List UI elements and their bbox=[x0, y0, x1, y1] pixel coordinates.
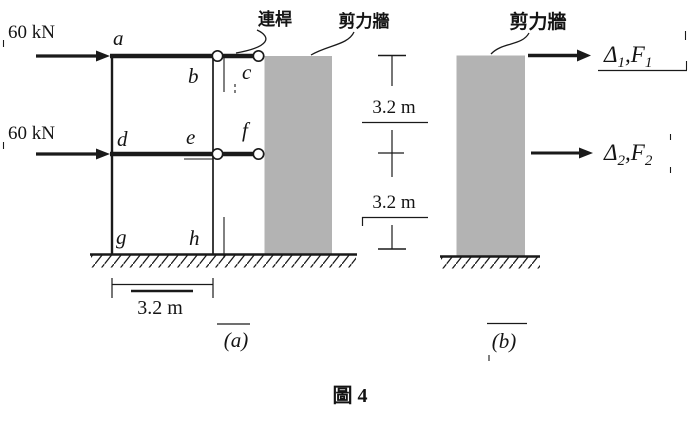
tag-a: (a) bbox=[224, 328, 249, 352]
hinge-floor-left bbox=[211, 147, 224, 161]
node-label-e: e bbox=[186, 125, 195, 149]
hinge-roof-right bbox=[252, 49, 265, 63]
width-dimension bbox=[111, 278, 214, 298]
node-label-g: g bbox=[116, 225, 127, 249]
node-label-f: f bbox=[242, 118, 251, 142]
hinge-roof-left bbox=[211, 49, 224, 63]
width-dim-label: 3.2 m bbox=[137, 297, 183, 319]
load-arrowhead-bottom-icon bbox=[96, 148, 110, 160]
figure-caption: 圖 4 bbox=[333, 384, 368, 407]
force-arrowhead-1-icon bbox=[577, 49, 591, 62]
shear-wall-b bbox=[456, 55, 525, 256]
load-label-top: 60 kN bbox=[8, 22, 55, 43]
force-label-1: Δ1,F1 bbox=[603, 42, 652, 71]
link-beam-leader-line bbox=[235, 29, 267, 54]
load-label-bottom: 60 kN bbox=[8, 123, 55, 144]
node-label-c: c bbox=[242, 60, 252, 84]
story-height-dimensions bbox=[361, 54, 428, 250]
node-label-h: h bbox=[189, 226, 200, 250]
diagram-b bbox=[440, 31, 688, 361]
node-label-b: b bbox=[188, 64, 199, 88]
wall-b-leader-line bbox=[490, 32, 530, 55]
node-label-a: a bbox=[113, 26, 124, 50]
tag-b: (b) bbox=[492, 329, 517, 353]
force-label-2: Δ2,F2 bbox=[603, 140, 653, 169]
story-dim-label-2: 3.2 m bbox=[372, 192, 416, 213]
ground-hatch-b bbox=[441, 257, 540, 269]
shear-wall-a-label: 剪力牆 bbox=[339, 11, 390, 31]
link-beam-label: 連桿 bbox=[258, 9, 292, 29]
shear-wall-b-label: 剪力牆 bbox=[509, 10, 566, 33]
load-arrowhead-top-icon bbox=[96, 50, 110, 62]
node-label-d: d bbox=[117, 127, 128, 151]
story-dim-label-1: 3.2 m bbox=[372, 97, 416, 118]
force-arrowhead-2-icon bbox=[579, 147, 593, 159]
hinge-floor-right bbox=[252, 147, 265, 161]
ground-hatch-a bbox=[91, 255, 356, 268]
diagram-a bbox=[2, 29, 357, 325]
shear-wall-a bbox=[264, 56, 332, 254]
wall-a-leader-line bbox=[310, 31, 355, 56]
